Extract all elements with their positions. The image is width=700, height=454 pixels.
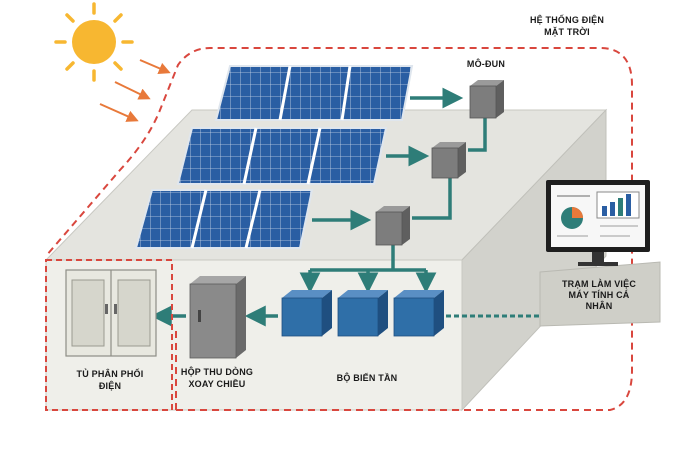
ac-combiner-box-label: HỘP THU DÒNG XOAY CHIỀU xyxy=(176,366,258,390)
module-label: MÔ-ĐUN xyxy=(466,59,506,69)
system-title: HỆ THỐNG ĐIỆN MẶT TRỜI xyxy=(512,14,622,38)
distribution-cabinet-label-line2: ĐIỆN xyxy=(98,381,122,391)
dc-flow-arrows xyxy=(312,87,464,231)
cabinet-boundary xyxy=(45,259,173,411)
system-title-line2: MẶT TRỜI xyxy=(544,27,590,37)
ac-combiner-box-label-line1: HỘP THU DÒNG xyxy=(180,367,254,377)
solar-panel-icon xyxy=(176,127,388,185)
combiner-module-icon xyxy=(469,80,504,119)
inverter-icon xyxy=(393,290,444,337)
workstation-label-line3: NHÂN xyxy=(585,301,613,311)
ac-combiner-box-label-line2: XOAY CHIỀU xyxy=(188,379,246,389)
solar-panel-icon xyxy=(134,189,314,249)
workstation-label-line2: MÁY TÍNH CÁ xyxy=(568,290,630,300)
workstation xyxy=(539,180,661,327)
monitor-icon xyxy=(546,180,650,266)
system-boundary xyxy=(45,47,633,411)
system-title-line1: HỆ THỐNG ĐIỆN xyxy=(529,15,605,25)
inverter-icon xyxy=(337,290,388,337)
solar-panel-icon xyxy=(214,65,414,121)
inverters-label: BỘ BIẾN TẦN xyxy=(336,373,398,383)
solar-panel-array xyxy=(134,65,414,249)
inverter-icon xyxy=(281,290,332,337)
distribution-cabinet-label-line1: TỦ PHÂN PHỐI xyxy=(76,369,144,379)
workstation-label-line1: TRẠM LÀM VIỆC xyxy=(561,279,637,289)
distribution-cabinet-label: TỦ PHÂN PHỐI ĐIỆN xyxy=(58,368,162,392)
sunlight-arrows xyxy=(99,59,171,122)
sun-icon xyxy=(54,2,134,82)
workstation-label: TRẠM LÀM VIỆC MÁY TÍNH CÁ NHÂN xyxy=(544,279,654,312)
combiner-module-icon xyxy=(431,142,466,179)
ac-combiner-box-icon xyxy=(189,276,246,359)
inverter-feed-arrows xyxy=(299,270,437,294)
combiner-module-icon xyxy=(375,206,410,246)
cabinet-icon xyxy=(65,269,157,357)
